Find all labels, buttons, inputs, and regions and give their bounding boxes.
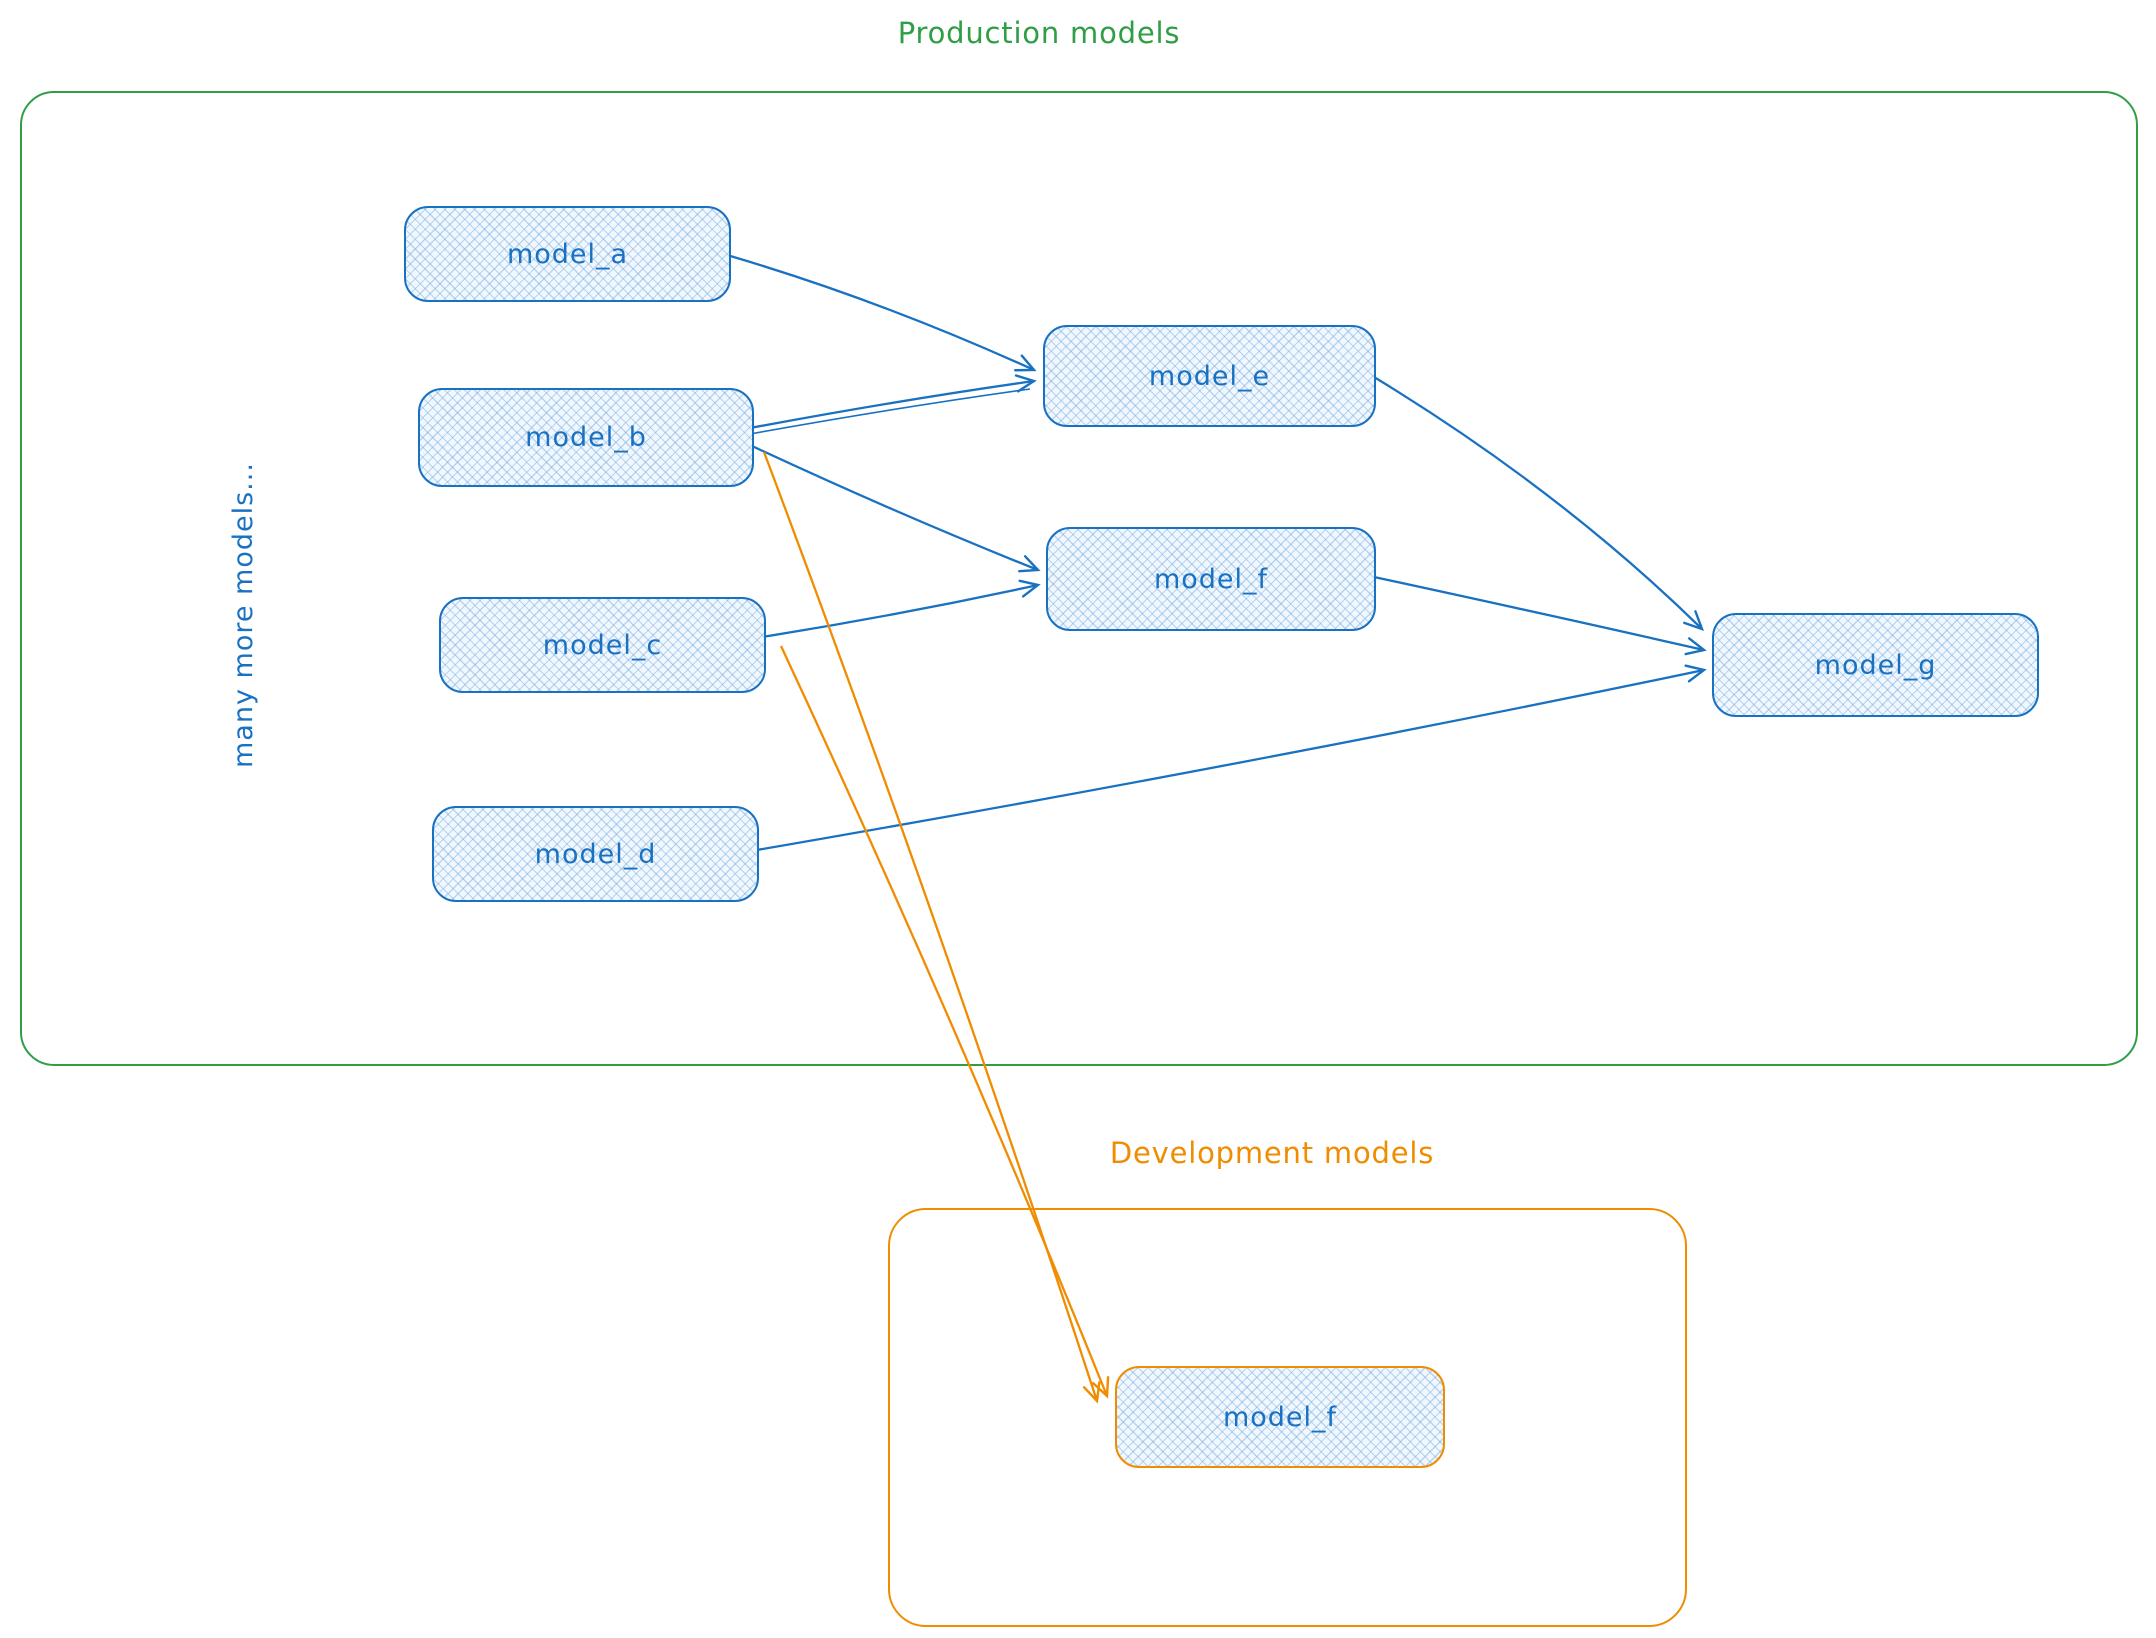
node-model_d: model_d bbox=[432, 806, 759, 902]
node-model_g-label: model_g bbox=[1814, 649, 1937, 681]
many-more-models-label: many more models... bbox=[228, 462, 259, 768]
node-model_c-label: model_c bbox=[542, 629, 663, 661]
node-model_e-label: model_e bbox=[1148, 360, 1271, 392]
development-group-frame bbox=[888, 1208, 1687, 1627]
node-dev-model_f: model_f bbox=[1115, 1366, 1445, 1468]
node-model_d-label: model_d bbox=[534, 838, 657, 870]
node-model_e: model_e bbox=[1043, 325, 1376, 427]
node-model_c: model_c bbox=[439, 597, 766, 693]
node-model_g: model_g bbox=[1712, 613, 2039, 717]
production-group-title: Production models bbox=[897, 16, 1181, 50]
development-group-title: Development models bbox=[1109, 1136, 1435, 1170]
node-model_b-label: model_b bbox=[525, 422, 647, 453]
node-dev-model_f-label: model_f bbox=[1222, 1401, 1338, 1433]
node-model_b: model_b bbox=[418, 388, 754, 487]
node-model_a: model_a bbox=[404, 206, 731, 302]
node-model_f: model_f bbox=[1046, 527, 1376, 631]
node-model_f-label: model_f bbox=[1153, 563, 1269, 595]
node-model_a-label: model_a bbox=[506, 238, 629, 270]
